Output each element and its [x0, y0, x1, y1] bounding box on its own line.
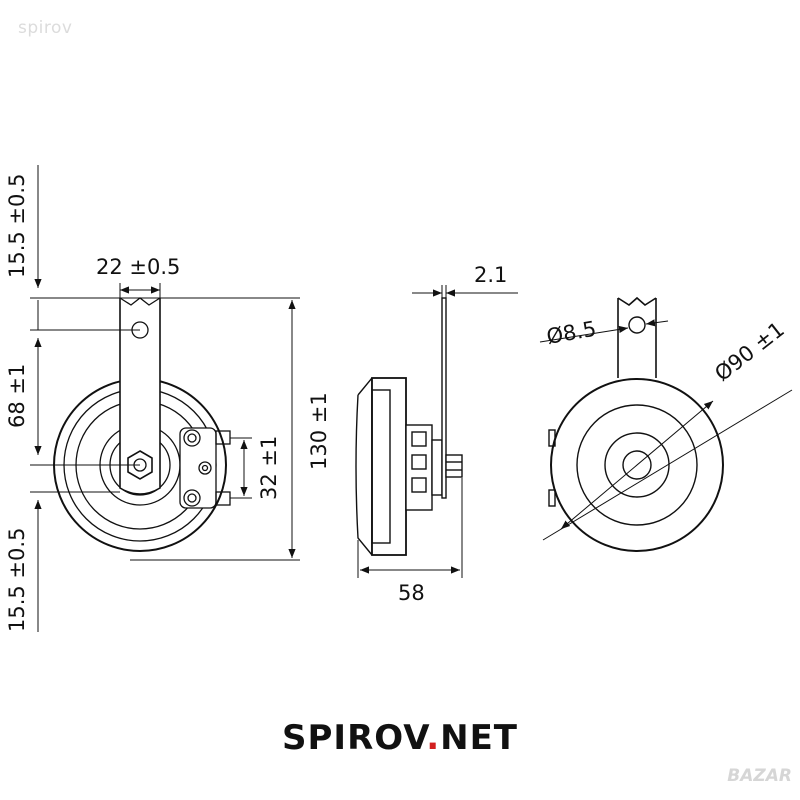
- rear-tab-lower: [548, 489, 556, 507]
- dim-depth: 58: [398, 581, 425, 605]
- terminal-upper-inner: [187, 433, 197, 443]
- rear-bracket-hole: [628, 316, 646, 334]
- side-terminal-detail-1: [411, 431, 427, 447]
- watermark-text: spirov: [18, 18, 73, 38]
- side-horn-body: [371, 377, 407, 556]
- front-dimension-lines: [30, 165, 300, 632]
- side-terminal-detail-2: [411, 454, 427, 470]
- side-spacer: [431, 439, 443, 496]
- dim-body-diameter: Ø90 ±1: [710, 317, 789, 386]
- side-bolt: [445, 454, 463, 478]
- dim-hole-diameter: Ø8.5: [545, 317, 598, 349]
- rear-body-outer: [550, 378, 724, 552]
- adjust-screw: [198, 461, 212, 475]
- dim-bottom-margin: 15.5 ±0.5: [5, 528, 29, 632]
- side-terminal-detail-3: [411, 477, 427, 493]
- terminal-block: [179, 427, 217, 509]
- terminal-upper: [183, 429, 201, 447]
- terminal-lower: [183, 489, 201, 507]
- side-view: [355, 297, 463, 556]
- dim-top-margin: 15.5 ±0.5: [5, 174, 29, 278]
- brand-main: SPIROV: [282, 718, 427, 758]
- brand-dot: .: [426, 718, 441, 758]
- rear-dimension-lines: [539, 319, 793, 541]
- dim-overall-height: 130 ±1: [307, 392, 331, 470]
- dim-terminal-spacing: 32 ±1: [257, 436, 281, 500]
- brand-suffix: NET: [440, 718, 518, 758]
- dim-hole-to-center: 68 ±1: [5, 364, 29, 428]
- dim-bracket-thickness: 2.1: [474, 263, 507, 287]
- brand-logo: SPIROV.NET: [0, 718, 800, 758]
- terminal-lower-inner: [187, 493, 197, 503]
- rear-tab-upper: [548, 429, 556, 447]
- rear-bracket: [617, 296, 657, 378]
- side-dimension-lines: [357, 285, 518, 578]
- side-horn-front-face: [355, 377, 373, 556]
- adjust-screw-inner: [201, 464, 209, 472]
- corner-logo: BAZAR: [727, 766, 792, 786]
- dim-bracket-width: 22 ±0.5: [96, 255, 180, 279]
- side-horn-rim: [371, 389, 391, 544]
- mounting-bracket: [119, 298, 161, 495]
- front-view: [53, 297, 231, 552]
- side-terminal-stack: [405, 424, 433, 511]
- side-bracket: [441, 297, 447, 499]
